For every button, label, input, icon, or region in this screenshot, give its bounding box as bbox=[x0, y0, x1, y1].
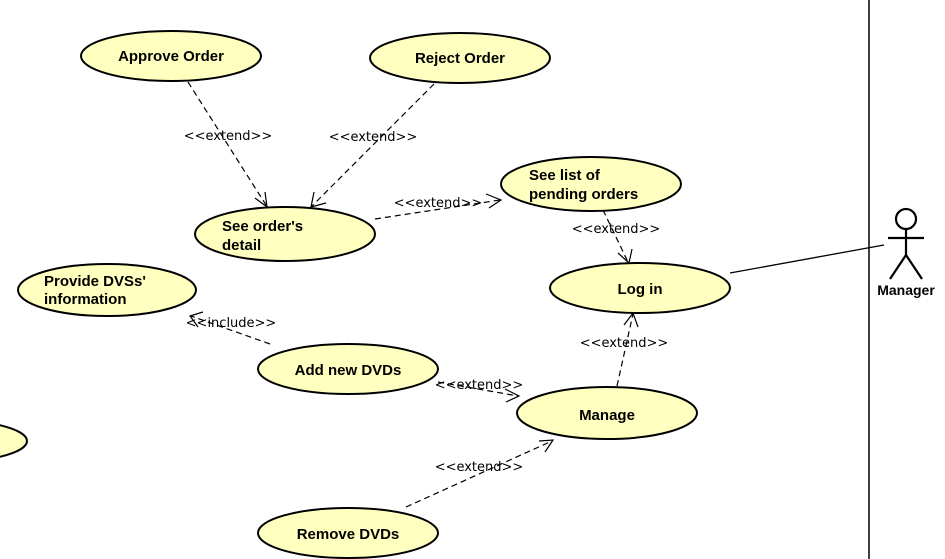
use-case-label: Approve Order bbox=[118, 48, 224, 65]
use-case-label-line1: See list of bbox=[529, 167, 601, 184]
use-case-reject-order[interactable]: Reject Order bbox=[369, 32, 551, 84]
relation-pending-login: <<extend>> bbox=[572, 209, 661, 265]
relation-label: <<extend>> bbox=[572, 222, 661, 237]
relation-label: <<extend>> bbox=[435, 460, 524, 475]
use-case-label-line2: pending orders bbox=[529, 186, 638, 203]
use-case-label-line1: Provide DVSs' bbox=[44, 273, 146, 290]
relation-detail-pending: <<extend>> bbox=[374, 193, 503, 220]
relation-approve-detail: <<extend>> bbox=[184, 81, 273, 209]
relation-label: <<extend>> bbox=[435, 378, 524, 393]
relation-reject-detail: <<extend>> bbox=[310, 83, 435, 208]
use-case-add-new-dvds[interactable]: Add new DVDs bbox=[257, 343, 439, 395]
use-case-label: Remove DVDs bbox=[297, 526, 400, 543]
use-case-remove-dvds[interactable]: Remove DVDs bbox=[257, 507, 439, 559]
use-case-label: Manage bbox=[579, 407, 635, 424]
use-case-partial[interactable] bbox=[0, 419, 28, 463]
relation-label: <<extend>> bbox=[580, 336, 669, 351]
use-case-label-line1: See order's bbox=[222, 218, 303, 235]
relation-add-provide: <<include>> bbox=[186, 311, 277, 345]
use-case-label: Log in bbox=[618, 281, 663, 298]
relation-manage-login: <<extend>> bbox=[580, 311, 669, 387]
use-case-label: Add new DVDs bbox=[295, 362, 402, 379]
relation-add-manage: <<extend>> bbox=[435, 378, 524, 403]
relation-remove-manage: <<extend>> bbox=[405, 439, 555, 508]
actor-manager[interactable]: Manager bbox=[877, 207, 935, 298]
relation-label: <<include>> bbox=[186, 316, 277, 331]
use-case-see-pending-orders[interactable]: See list of pending orders bbox=[500, 156, 682, 212]
relation-label: <<extend>> bbox=[329, 130, 418, 145]
use-case-approve-order[interactable]: Approve Order bbox=[80, 30, 262, 82]
use-case-manage[interactable]: Manage bbox=[516, 386, 698, 440]
association-line bbox=[729, 244, 885, 274]
relation-label: <<extend>> bbox=[394, 196, 483, 211]
use-case-see-order-detail[interactable]: See order's detail bbox=[194, 206, 376, 262]
actor-figure-icon bbox=[888, 207, 924, 280]
use-case-label-line2: information bbox=[44, 291, 127, 308]
actor-label: Manager bbox=[877, 282, 935, 298]
use-case-label-line2: detail bbox=[222, 237, 261, 254]
use-case-log-in[interactable]: Log in bbox=[549, 262, 731, 314]
relation-label: <<extend>> bbox=[184, 129, 273, 144]
use-case-provide-dvd-info[interactable]: Provide DVSs' information bbox=[17, 263, 197, 317]
use-case-label: Reject Order bbox=[415, 50, 505, 67]
